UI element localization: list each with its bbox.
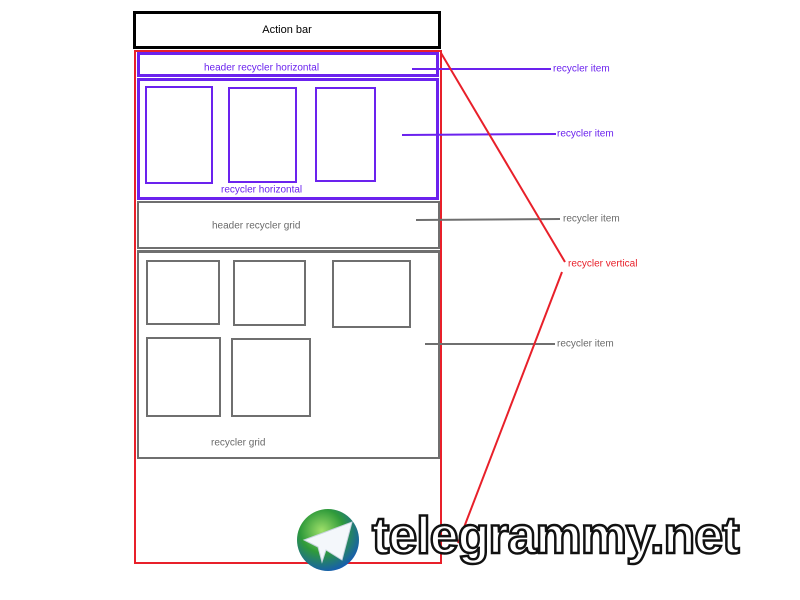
annotation-recycler-item: recycler item: [557, 338, 614, 350]
pointer-line-vertical-top: [440, 52, 566, 263]
horizontal-item: [228, 87, 297, 183]
annotation-recycler-item: recycler item: [563, 213, 620, 225]
grid-item: [146, 337, 221, 417]
annotation-recycler-item: recycler item: [553, 63, 610, 75]
grid-item: [332, 260, 411, 328]
grid-item: [146, 260, 220, 325]
pointer-line-horizontal: [401, 133, 557, 136]
horizontal-item: [315, 87, 376, 182]
horizontal-item: [145, 86, 213, 184]
recycler-grid: [137, 250, 440, 459]
pointer-line-header-grid: [415, 218, 561, 221]
annotation-recycler-item: recycler item: [557, 128, 614, 140]
grid-item: [231, 338, 311, 417]
pointer-line-vertical-bottom: [457, 271, 563, 544]
header-recycler-horizontal: [137, 52, 439, 77]
recycler-vertical: [134, 50, 442, 564]
header-recycler-grid-label: header recycler grid: [212, 220, 301, 232]
recycler-horizontal-label: recycler horizontal: [221, 184, 303, 196]
watermark-text: telegrammy.net: [371, 506, 741, 567]
header-recycler-grid: [137, 201, 440, 249]
annotation-recycler-vertical: recycler vertical: [568, 258, 638, 270]
grid-item: [233, 260, 306, 326]
header-recycler-horizontal-label: header recycler horizontal: [204, 62, 320, 74]
action-bar: Action bar: [133, 11, 441, 49]
action-bar-label: Action bar: [262, 24, 312, 36]
recycler-horizontal: [137, 78, 439, 200]
recycler-grid-label: recycler grid: [211, 437, 266, 449]
paper-plane-icon: [302, 521, 353, 564]
